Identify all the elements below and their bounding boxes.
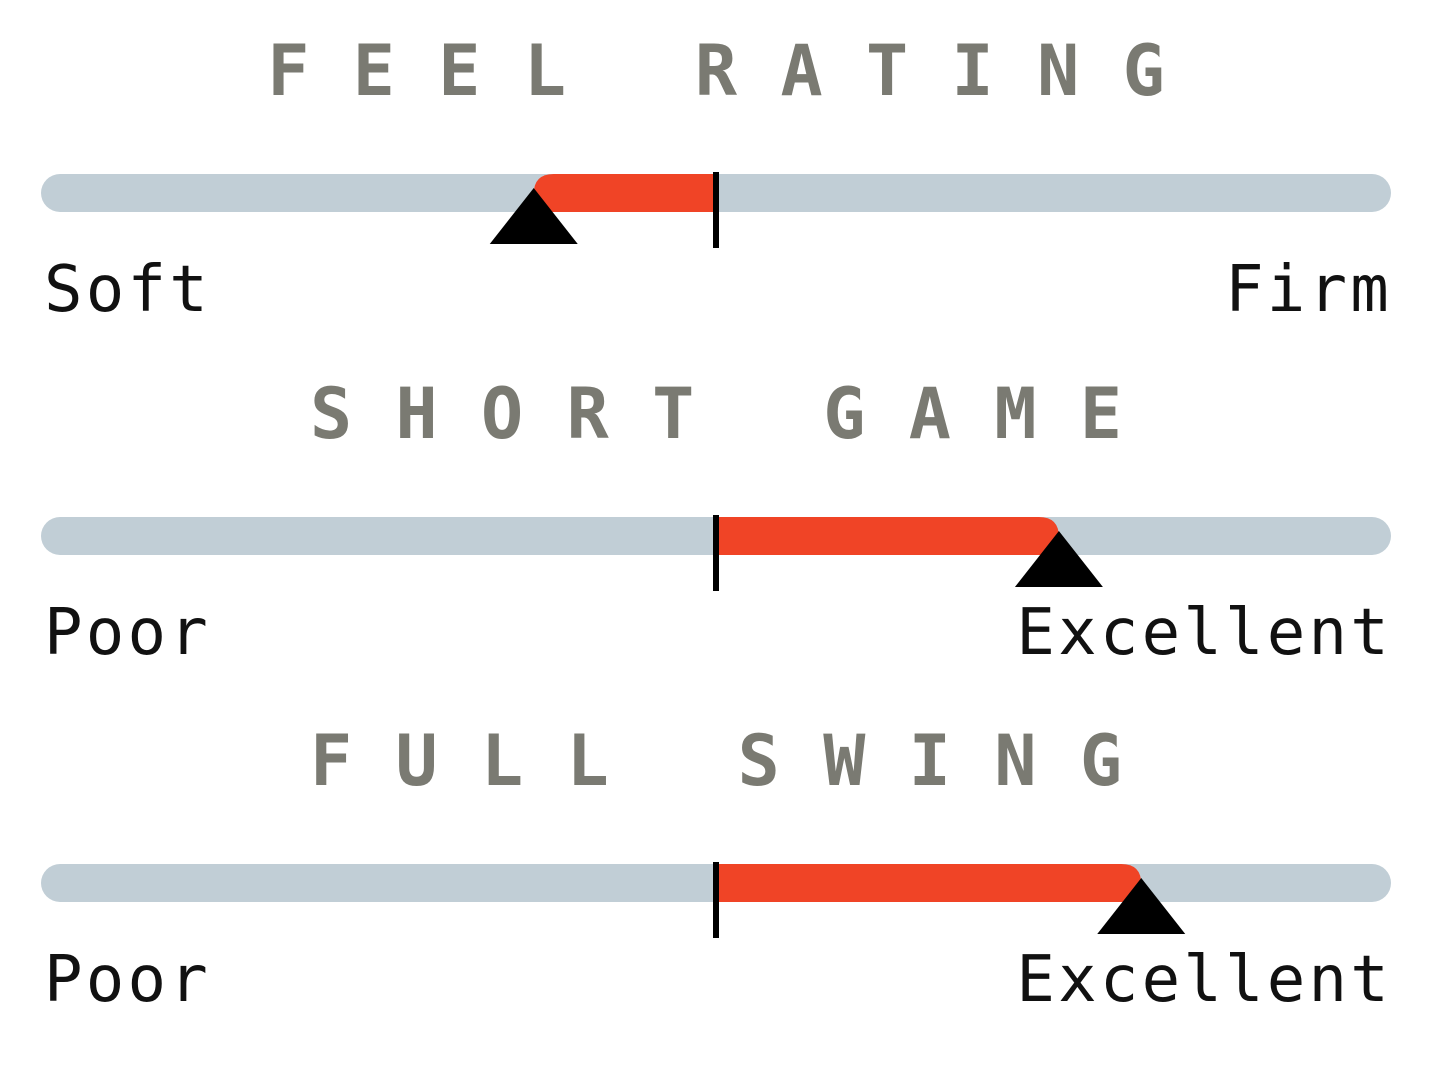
- value-marker-icon: [489, 188, 578, 244]
- scale-min-label: Poor: [44, 596, 211, 670]
- value-marker-icon: [1097, 878, 1186, 934]
- scale-max-label: Firm: [1225, 253, 1392, 327]
- rating-title: FEEL RATING: [267, 30, 1209, 112]
- rating-scale: [41, 172, 1391, 248]
- value-marker-icon: [1014, 531, 1103, 587]
- value-fill-bar: [716, 517, 1059, 555]
- rating-scale: [41, 515, 1391, 591]
- scale-max-label: Excellent: [1016, 943, 1392, 1017]
- rating-scale: [41, 862, 1391, 938]
- scale-max-label: Excellent: [1016, 596, 1392, 670]
- center-tick: [713, 172, 719, 248]
- rating-feel: FEEL RATING Soft Firm: [0, 14, 1432, 354]
- value-fill-bar: [533, 174, 716, 212]
- rating-title: FULL SWING: [309, 720, 1166, 802]
- rating-full-swing: FULL SWING Poor Excellent: [0, 704, 1432, 1044]
- rating-title: SHORT GAME: [309, 373, 1166, 455]
- value-fill-bar: [716, 864, 1142, 902]
- scale-min-label: Poor: [44, 943, 211, 1017]
- rating-short-game: SHORT GAME Poor Excellent: [0, 357, 1432, 697]
- scale-min-label: Soft: [44, 253, 211, 327]
- center-tick: [713, 862, 719, 938]
- center-tick: [713, 515, 719, 591]
